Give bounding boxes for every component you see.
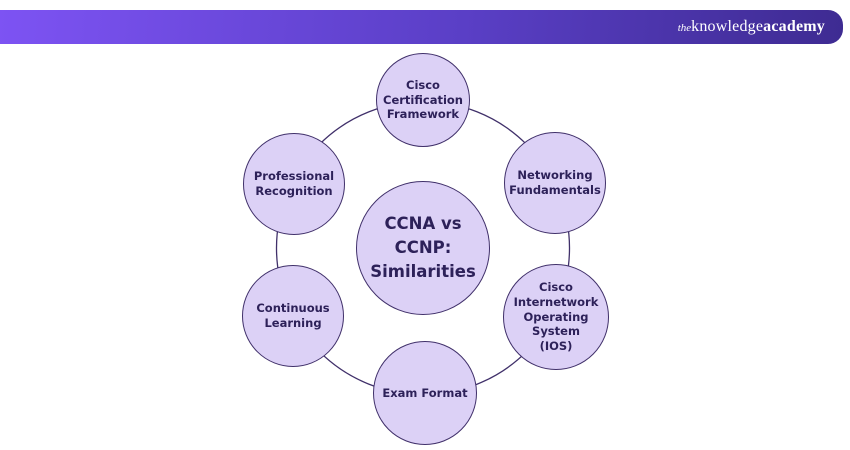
node-label: Exam Format — [382, 385, 468, 400]
node-networking-fundamentals: Networking Fundamentals — [504, 132, 606, 234]
node-label: Professional Recognition — [253, 169, 335, 198]
logo-academy: academy — [763, 18, 825, 35]
node-exam-format: Exam Format — [373, 341, 477, 445]
node-label: Cisco Certification Framework — [383, 77, 463, 122]
node-label: Cisco Internetwork Operating System (IOS… — [513, 279, 599, 354]
brand-logo: theknowledgeacademy — [678, 19, 825, 35]
node-cisco-certification-framework: Cisco Certification Framework — [376, 53, 470, 147]
node-cisco-internetwork-operating-system-ios: Cisco Internetwork Operating System (IOS… — [503, 264, 609, 370]
header-bar: theknowledgeacademy — [0, 10, 843, 44]
logo-knowledge: knowledge — [691, 18, 764, 35]
node-continuous-learning: Continuous Learning — [242, 265, 344, 367]
node-label: Continuous Learning — [256, 301, 330, 330]
logo-the: the — [677, 22, 692, 34]
diagram-center-title: CCNA vs CCNP: Similarities — [356, 181, 490, 315]
center-label: CCNA vs CCNP: Similarities — [370, 214, 476, 281]
node-label: Networking Fundamentals — [509, 168, 601, 197]
node-professional-recognition: Professional Recognition — [243, 133, 345, 235]
